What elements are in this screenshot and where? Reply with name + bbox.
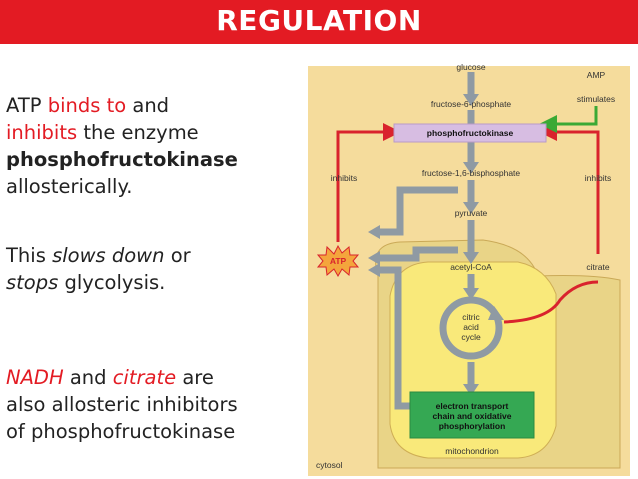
word-and: and [69, 366, 107, 389]
label-atp: ATP [330, 256, 347, 266]
arrowhead-atp-upper [368, 225, 380, 239]
electron-transport-box [409, 391, 535, 439]
word-of-pfk: of phosphofructokinase [6, 420, 236, 443]
atp-burst-icon [316, 244, 360, 278]
inhibition-arrows [336, 123, 600, 324]
line-2: also allosteric inhibitors [6, 391, 238, 418]
page-title: REGULATION [216, 4, 422, 37]
word-or: or [170, 244, 191, 267]
label-pfk: phosphofructokinase [427, 128, 514, 138]
word-stops: stops [6, 271, 59, 294]
pathway-arrowheads [368, 94, 479, 396]
amp-stimulates-arrow [539, 106, 598, 133]
glycolysis-regulation-diagram: glucose fructose-6-phosphate phosphofruc… [308, 64, 630, 476]
paragraph-slows-glycolysis: This slows down or stops glycolysis. [6, 242, 191, 296]
word-allosterically: allosterically. [6, 175, 133, 198]
word-binds-to: binds to [47, 94, 127, 117]
paragraph-nadh-citrate: NADH and citrate are also allosteric inh… [6, 364, 238, 445]
label-acid: acid [463, 322, 479, 332]
line-4: allosterically. [6, 173, 238, 200]
label-amp: AMP [587, 70, 606, 80]
arrowhead-acetylcoa [463, 252, 479, 264]
label-citrate: citrate [586, 262, 609, 272]
phosphofructokinase-box [393, 123, 547, 143]
word-nadh: NADH [6, 366, 64, 389]
word-atp: ATP [6, 94, 42, 117]
citrate-inhibits-arrow [539, 123, 600, 254]
word-citrate: citrate [112, 366, 177, 389]
line-2: stops glycolysis. [6, 269, 191, 296]
word-inhibits: inhibits [6, 121, 78, 144]
word-and: and [132, 94, 170, 117]
arrowhead-atp-lower [368, 263, 380, 277]
label-stimulates: stimulates [577, 94, 615, 104]
word-the-enzyme: the enzyme [83, 121, 199, 144]
line-3: phosphofructokinase [6, 146, 238, 173]
label-mitochondrion: mitochondrion [445, 446, 499, 456]
arrow-to-atp-upper [380, 186, 458, 236]
label-inhibits-right: inhibits [585, 173, 611, 183]
arrowhead-atp-middle [368, 251, 380, 265]
label-cytosol: cytosol [316, 460, 343, 470]
label-inhibits-left: inhibits [331, 173, 357, 183]
label-citric: citric [462, 312, 480, 322]
arrowhead-f16bp [463, 162, 479, 174]
word-are: are [182, 366, 214, 389]
line-1: This slows down or [6, 242, 191, 269]
arrow-etc-to-atp [380, 266, 410, 410]
arrowhead-pyruvate [463, 202, 479, 214]
label-cycle: cycle [461, 332, 481, 342]
cycle-arrowhead [488, 306, 504, 320]
label-f6p: fructose-6-phosphate [431, 99, 512, 109]
word-this: This [6, 244, 46, 267]
arrowhead-cycle [463, 288, 479, 300]
label-etc-3: phosphorylation [439, 421, 506, 431]
word-glycolysis: glycolysis. [64, 271, 166, 294]
title-banner [0, 0, 638, 44]
arrow-to-atp-middle [380, 246, 458, 262]
label-etc-2: chain and oxidative [433, 411, 512, 421]
label-glucose: glucose [456, 64, 486, 72]
label-f16bp: fructose-1,6-bisphosphate [422, 168, 521, 178]
word-slows-down: slows down [52, 244, 165, 267]
word-also-allosteric: also allosteric inhibitors [6, 393, 238, 416]
line-2: inhibits the enzyme [6, 119, 238, 146]
line-1: NADH and citrate are [6, 364, 238, 391]
citric-acid-cycle-ring [439, 296, 503, 360]
label-acetyl-coa: acetyl-CoA [450, 262, 492, 272]
line-1: ATP binds to and [6, 92, 238, 119]
arrowhead-etc [463, 384, 479, 396]
paragraph-atp-inhibition: ATP binds to and inhibits the enzyme pho… [6, 92, 238, 200]
citrate-from-cycle [503, 280, 599, 324]
label-etc-1: electron transport [436, 401, 509, 411]
atp-inhibits-arrow [336, 123, 401, 242]
line-3: of phosphofructokinase [6, 418, 238, 445]
label-pyruvate: pyruvate [455, 208, 488, 218]
arrowhead-f6p [463, 94, 479, 106]
word-phosphofructokinase: phosphofructokinase [6, 148, 238, 171]
